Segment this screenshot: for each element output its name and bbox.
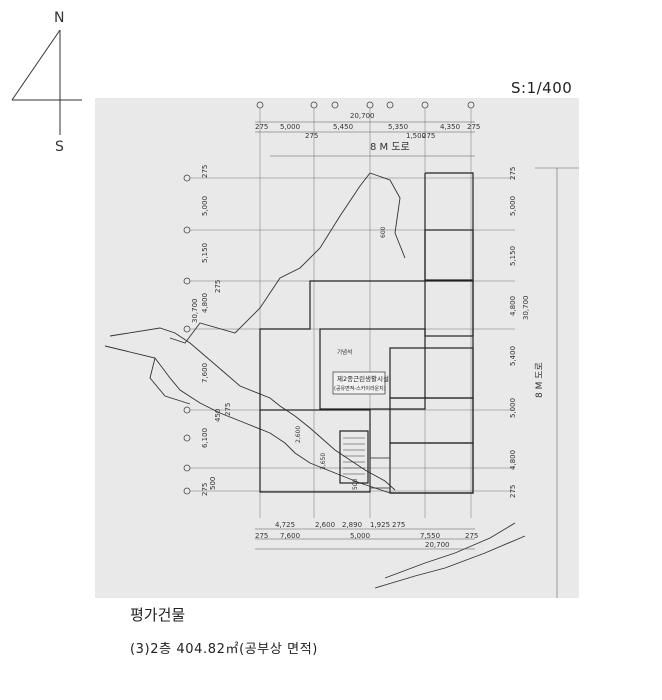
building-caption-title: 평가건물: [130, 606, 186, 624]
floor-plan: 20,700 275 5,000 5,450 5,350 4,350 275 2…: [95, 98, 579, 598]
dim-bottom-r2-5: 275: [465, 532, 478, 540]
dim-bottom-r1-4: 1,925: [370, 521, 390, 529]
stair-core: [343, 437, 365, 475]
dim-top-span-3: 5,450: [333, 123, 353, 131]
dim-right-7: 5,000: [509, 398, 517, 418]
dim-bottom-r1-5: 275: [392, 521, 405, 529]
grid-bubbles-left: [183, 174, 191, 495]
dim-left-2: 5,000: [201, 196, 209, 216]
dim-bottom-r2-3: 5,000: [350, 532, 370, 540]
dim-bottom-r1-2: 2,600: [315, 521, 335, 529]
dim-left-12: 500: [209, 477, 217, 490]
dim-right-2: 5,000: [509, 196, 517, 216]
dim-left-4: 4,800: [201, 293, 209, 313]
dim-top-span-4: 5,350: [388, 123, 408, 131]
dimension-lines-bottom: [255, 528, 475, 550]
dim-bottom-r2-1: 275: [255, 532, 268, 540]
road-label-top: 8 M 도로: [370, 142, 410, 153]
grid-lines: [190, 108, 515, 518]
dim-interior-1: 600: [380, 226, 387, 238]
dim-interior-3: 3,650: [320, 453, 327, 470]
dim-left-8: 450: [214, 409, 222, 422]
dim-interior-4: 500: [352, 478, 359, 490]
grid-bubbles-top: [256, 101, 475, 109]
room-label-main: 제2종근린생활시설: [337, 374, 389, 383]
building-floor-area: (3)2층 404.82㎡(공부상 면적): [130, 642, 318, 657]
dim-top-sub-1: 275: [305, 132, 318, 140]
dim-right-9: 275: [509, 485, 517, 498]
dim-right-4: 4,800: [509, 296, 517, 316]
dim-bottom-r1-1: 4,725: [275, 521, 295, 529]
dim-top-span-6: 275: [467, 123, 480, 131]
compass-north-label: N: [54, 10, 64, 26]
dim-top-sub-3: 275: [422, 132, 435, 140]
dim-left-10: 6,100: [201, 428, 209, 448]
dim-left-5: 30,700: [191, 299, 199, 324]
dim-bottom-r2-4: 7,550: [420, 532, 440, 540]
dim-right-6: 5,400: [509, 346, 517, 366]
dim-right-5: 30,700: [522, 296, 530, 321]
dim-left-3: 5,150: [201, 243, 209, 263]
compass-south-label: S: [55, 139, 64, 155]
road-label-right: 8 M 도로: [535, 362, 545, 398]
floor-plan-drawing: 20,700 275 5,000 5,450 5,350 4,350 275 2…: [104, 101, 579, 598]
north-arrow-icon: N S: [11, 10, 82, 155]
dim-right-8: 4,800: [509, 450, 517, 470]
room-label-sub: (공유면적-스카이라운지): [334, 385, 386, 392]
small-room-label: 기념석: [337, 348, 352, 356]
dim-bottom-total: 20,700: [425, 541, 450, 549]
dim-right-3: 5,150: [509, 246, 517, 266]
drawing-scale: S:1/400: [511, 79, 573, 97]
dim-top-span-5: 4,350: [440, 123, 460, 131]
dimension-lines-top: [255, 121, 475, 133]
dim-left-1: 275: [201, 165, 209, 178]
dim-top-span-2: 5,000: [280, 123, 300, 131]
dim-left-11: 275: [201, 483, 209, 496]
dim-bottom-r2-2: 7,600: [280, 532, 300, 540]
dim-left-9: 275: [224, 403, 232, 416]
dim-left-6: 275: [214, 280, 222, 293]
dim-top-span-1: 275: [255, 123, 268, 131]
dim-bottom-r1-3: 2,890: [342, 521, 362, 529]
building-outline: [259, 172, 474, 494]
dim-top-sub-2: 1,500: [406, 132, 426, 140]
site-boundary: [104, 172, 526, 589]
dim-right-1: 275: [509, 167, 517, 180]
dim-top-total: 20,700: [350, 112, 375, 120]
dim-interior-2: 2,600: [295, 426, 302, 443]
dim-left-7: 7,600: [201, 363, 209, 383]
